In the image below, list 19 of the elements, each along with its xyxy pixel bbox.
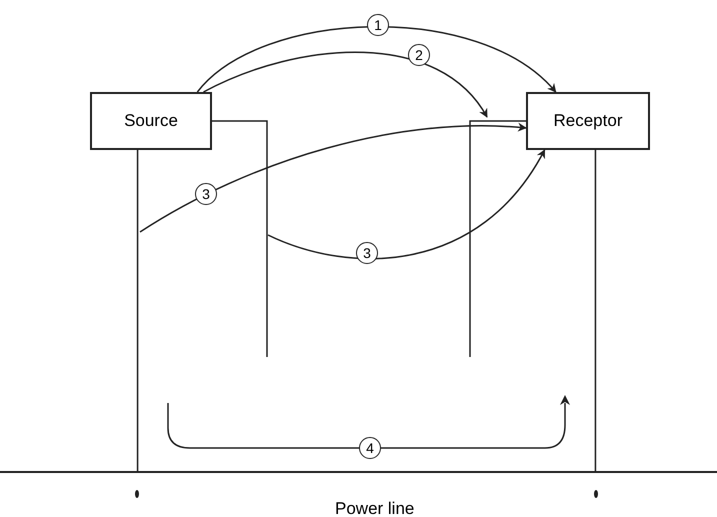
power-line-label: Power line xyxy=(335,498,414,517)
cable-line xyxy=(594,150,596,471)
coupling-arrow xyxy=(140,122,527,233)
coupling-arrow xyxy=(196,26,556,93)
device-box xyxy=(526,92,650,150)
edge-label: 3 xyxy=(195,183,217,205)
coupling-arrow xyxy=(268,149,546,260)
edge-label: 1 xyxy=(367,14,389,36)
path-number: 4 xyxy=(359,437,381,459)
cable-line xyxy=(136,150,138,471)
device-box xyxy=(90,92,212,150)
edge-label: 2 xyxy=(408,44,430,66)
cable-line xyxy=(469,120,526,357)
edge-label: 3 xyxy=(356,242,378,264)
box-label: Receptor xyxy=(554,110,622,132)
box-label: Source xyxy=(124,110,178,132)
power-line xyxy=(0,471,717,473)
coupling-arrow xyxy=(203,52,488,118)
cable-line xyxy=(212,120,268,357)
